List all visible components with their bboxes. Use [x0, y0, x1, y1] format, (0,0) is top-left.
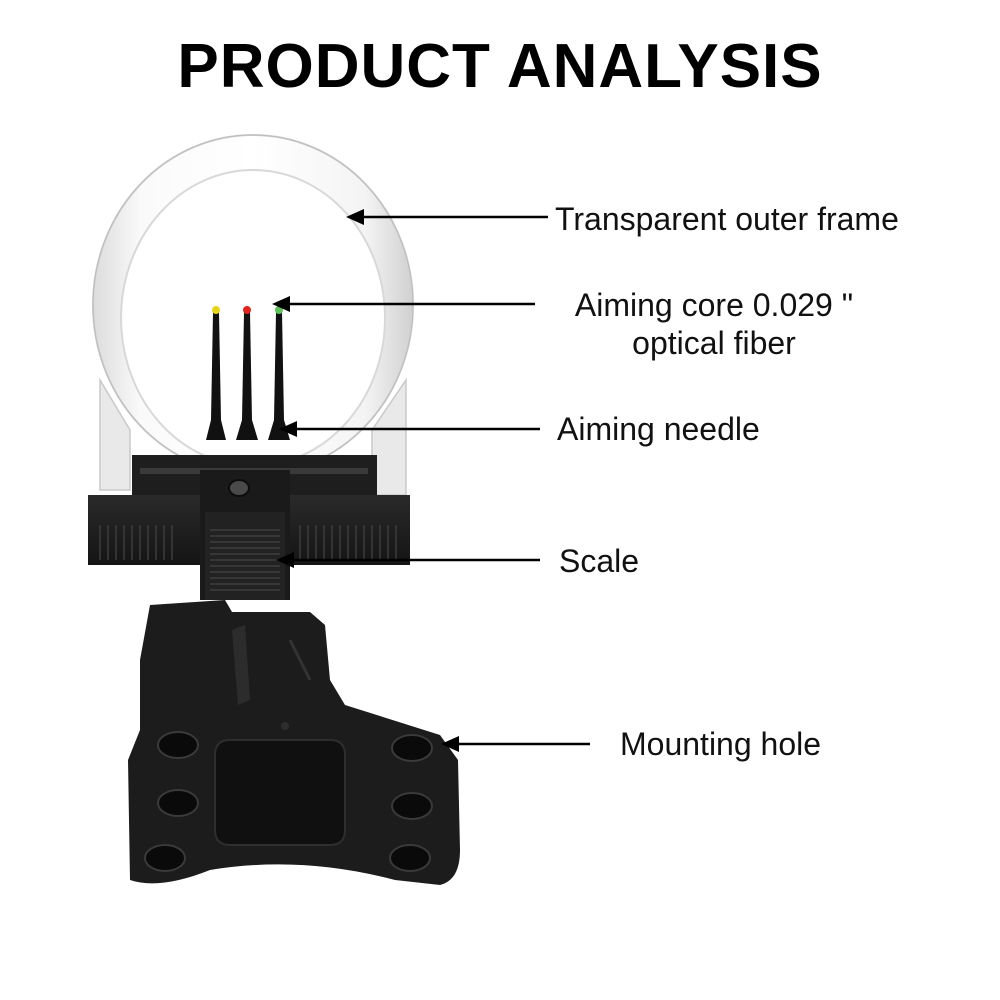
scale-slide: [200, 470, 290, 600]
arrow-aiming-needle: [279, 421, 540, 437]
page-title: PRODUCT ANALYSIS: [177, 32, 823, 101]
label-scale: Scale: [559, 543, 640, 579]
callout-arrows: [272, 209, 590, 752]
arrow-scale: [276, 552, 540, 568]
label-aiming-core-line1: Aiming core 0.029 ": [574, 287, 854, 323]
label-transparent-outer-frame: Transparent outer frame: [555, 201, 899, 237]
label-aiming-needle: Aiming needle: [557, 411, 760, 447]
arrow-mounting-hole: [441, 736, 590, 752]
label-aiming-core-line2: optical fiber: [632, 325, 796, 361]
fiber-yellow-dot: [212, 306, 220, 314]
arrow-aiming-core: [272, 296, 535, 312]
arrow-outer-frame: [346, 209, 548, 225]
label-aiming-core: Aiming core 0.029 " optical fiber: [553, 286, 875, 362]
mounting-bracket: [128, 600, 460, 885]
label-mounting-hole: Mounting hole: [620, 726, 822, 762]
fiber-red-dot: [243, 306, 251, 314]
mounting-holes: [144, 731, 433, 872]
transparent-outer-frame: [92, 134, 414, 496]
